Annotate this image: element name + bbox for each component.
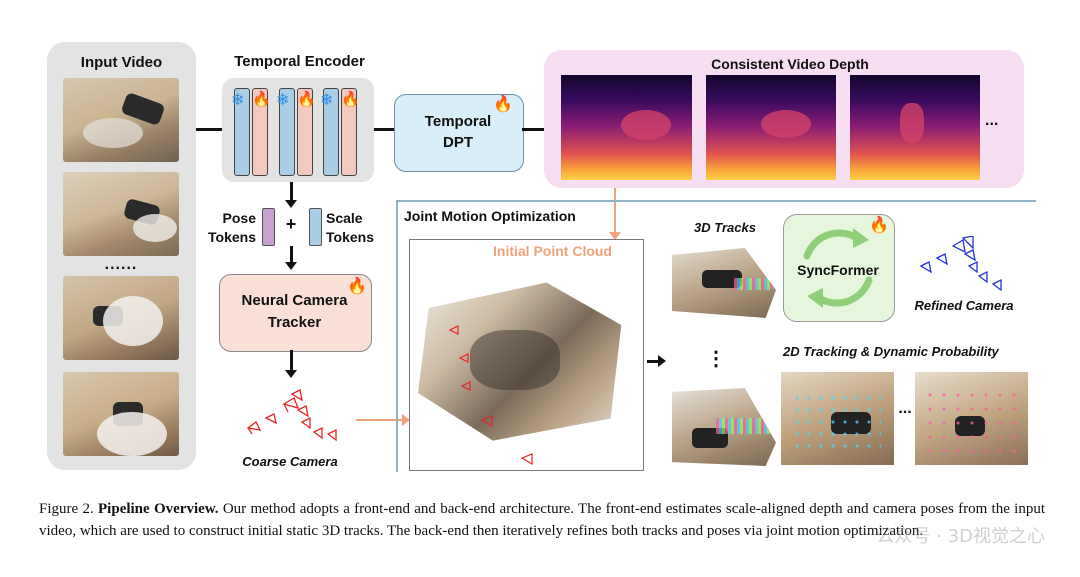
input-frame-1 [63,78,179,162]
encoder-block-trainable-3 [341,88,357,176]
snowflake-icon: ❄ [320,92,334,109]
initial-point-cloud-label: Initial Point Cloud [493,243,612,259]
depth-map-3 [850,75,980,180]
pose-tokens-label-line1: Pose [222,210,256,226]
fire-icon: 🔥 [341,91,360,108]
arrow-head-right [658,355,666,367]
tracks-3d-label: 3D Tracks [694,220,756,235]
connector-encoder-dpt [374,128,394,131]
temporal-dpt-label-line2: DPT [443,134,473,151]
input-video-ellipsis: ...... [104,256,138,273]
refined-camera-trajectory [919,236,1002,292]
connector-encoder-tokens [290,182,293,202]
coarse-camera-label: Coarse Camera [242,454,338,469]
depth-ellipsis: ... [985,112,999,129]
connector-tracker-coarse [290,350,293,372]
tracks-3d-bottom [672,388,776,466]
fire-icon: 🔥 [869,217,889,234]
pose-token-block [262,208,275,246]
temporal-encoder-title: Temporal Encoder [234,53,365,70]
syncformer-label: SyncFormer [797,262,879,278]
scale-tokens-label-line1: Scale [326,210,363,226]
watermark: 公众号 · 3D视觉之心 [876,526,1045,547]
jmo-top-border [396,200,1036,202]
fire-icon: 🔥 [347,278,367,295]
encoder-block-frozen-3 [323,88,339,176]
input-frame-2 [63,172,179,256]
syncformer-cycle-arrows [803,228,873,308]
depth-title: Consistent Video Depth [711,56,869,72]
depth-map-1 [561,75,692,180]
jmo-left-border [396,200,398,472]
caption-text: Our method adopts a front-end and back-e… [39,501,1045,539]
fire-icon: 🔥 [297,91,316,108]
neural-camera-tracker-box [219,274,372,352]
tracking-2d-frame-1 [781,372,894,465]
tracks-3d-top [672,248,776,318]
arrow-depth-to-pointcloud [614,188,616,234]
connector-input-encoder [196,128,222,131]
arrow-head-down-1 [285,200,297,208]
jmo-title: Joint Motion Optimization [404,208,576,224]
caption-prefix: Figure 2. [39,501,94,517]
tracking-2d-frame-2 [915,372,1028,465]
snowflake-icon: ❄ [231,92,245,109]
tracker-label-line2: Tracker [267,314,322,331]
point-cloud-cameras [448,325,533,466]
point-cloud-panel [409,239,644,471]
scale-tokens-label-line2: Tokens [326,229,374,245]
arrow-depth-to-pointcloud-head [609,232,621,240]
encoder-block-frozen-2 [279,88,295,176]
pose-tokens-label-line2: Tokens [208,229,256,245]
tracks-vdots: ⋮ [706,348,726,370]
arrow-head-down-3 [285,370,297,378]
tracker-label-line1: Neural Camera [241,292,348,309]
arrow-head-down-2 [285,262,297,270]
connector-tokens-tracker [290,246,293,264]
encoder-block-frozen-1 [234,88,250,176]
fire-icon: 🔥 [252,91,271,108]
arrow-camera-to-jmo [356,419,404,421]
refined-camera-label: Refined Camera [914,298,1014,313]
encoder-block-trainable-1 [252,88,268,176]
connector-dpt-depth [522,128,544,131]
depth-map-2 [706,75,836,180]
input-frame-3 [63,276,179,360]
coarse-camera-trajectory [246,389,337,442]
snowflake-icon: ❄ [276,92,290,109]
fire-icon: 🔥 [493,96,513,113]
input-frame-4 [63,372,179,456]
figure-caption: Figure 2. Pipeline Overview. Our method … [39,498,1045,542]
tracking-2d-label: 2D Tracking & Dynamic Probability [783,344,999,359]
scale-token-block [309,208,322,246]
arrow-camera-to-jmo-head [402,414,410,426]
caption-bold: Pipeline Overview. [98,501,219,517]
connector-pointcloud-tracks [647,360,659,363]
encoder-block-trainable-2 [297,88,313,176]
temporal-dpt-label-line1: Temporal [424,113,492,130]
input-video-title: Input Video [80,54,163,71]
tokens-plus: + [285,214,297,234]
tracking-2d-ellipsis: ... [898,400,912,417]
temporal-dpt-box [394,94,524,172]
